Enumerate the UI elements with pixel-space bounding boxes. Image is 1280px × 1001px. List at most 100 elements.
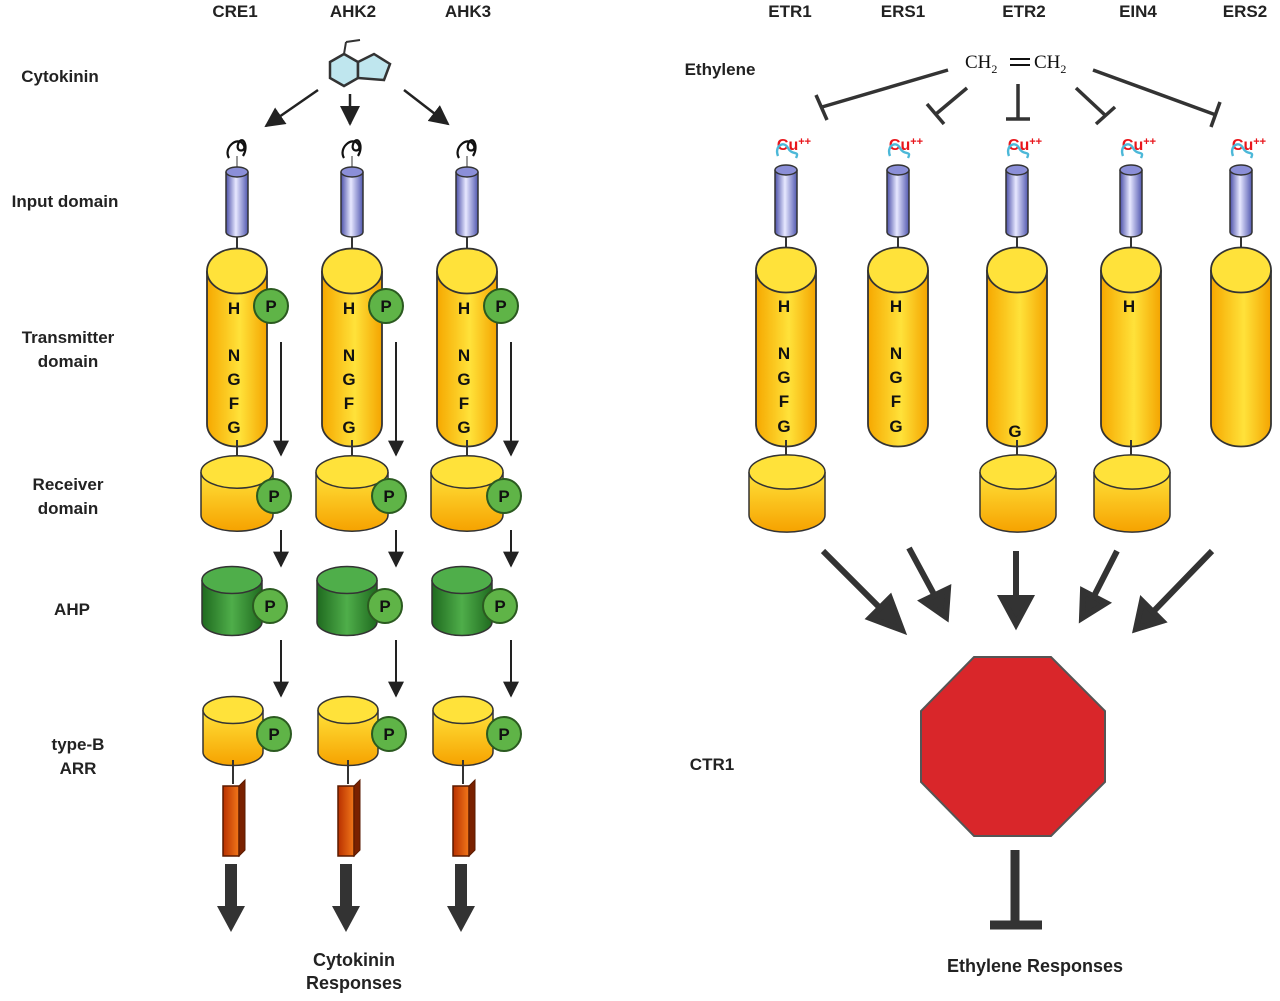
transmitter-residue-g: G [227,418,240,437]
type-b-arr-cylinder-top [202,695,264,725]
phospho-circle [371,478,407,514]
transmitter-residue-g: G [777,417,790,436]
phospho-label: P [264,597,275,616]
phospho-circle [486,478,522,514]
transmitter-residue-f: F [779,392,789,411]
phospho-circle [483,288,519,324]
phospho-label: P [379,597,390,616]
copper-binding-squiggle-icon [887,143,911,159]
column-header-cre1: CRE1 [212,2,257,21]
dna-binding-domain [337,785,355,857]
cytokinin-binding-squiggle-icon [456,139,477,159]
input-domain-cylinder-body [340,172,364,238]
transmitter-domain-cylinder [1210,246,1272,448]
transmitter-residue-g: G [342,418,355,437]
ethylene-column-ers2: Cu++ [1210,136,1272,448]
ethylene-panel: ETR1 ERS1 ETR2 EIN4 ERS2 Ethylene CH2 CH… [685,2,1272,976]
ahp-phospho: P [252,588,288,624]
row-label-cytokinin: Cytokinin [21,67,98,86]
column-header-etr2: ETR2 [1002,2,1045,21]
transmitter-residue-f: F [344,394,354,413]
transmitter-residue-h: H [1123,297,1135,316]
input-domain-cylinder [1119,164,1143,238]
column-header-ahk2: AHK2 [330,2,376,21]
input-domain-cylinder [1229,164,1253,238]
transmitter-domain-cylinder [986,246,1048,448]
copper-label: Cu++ [889,136,923,154]
transmitter-domain-cylinder [867,246,929,448]
response-arrow-head [447,906,475,932]
receptor-to-ctr1-arrows [820,546,1215,636]
row-label-transmitter: Transmitter [22,328,115,347]
transmitter-phospho: P [483,288,519,324]
column-header-ein4: EIN4 [1119,2,1157,21]
receiver-phospho: P [256,478,292,514]
ahp-cylinder-top [316,565,378,595]
column-header-ers1: ERS1 [881,2,925,21]
transmitter-residue-n: N [228,346,240,365]
ahp-cylinder [431,565,493,637]
transmitter-domain-cylinder-body [986,270,1048,448]
dna-binding-domain-side [468,778,476,858]
ahp-cylinder-top [201,565,263,595]
input-domain-cylinder-body [455,172,479,238]
input-domain-cylinder-body [774,170,798,238]
receiver-domain-cylinder [1093,454,1171,533]
transmitter-domain-cylinder-body [1210,270,1272,448]
ahp-cylinder-body [201,580,263,637]
ahp-cylinder [201,565,263,637]
receiver-domain-cylinder [315,455,389,532]
receiver-domain-cylinder-top [979,454,1057,490]
input-domain-cylinder-body [1229,170,1253,238]
input-domain-cylinder-top [1229,164,1253,176]
transmitter-domain-cylinder-body [867,270,929,448]
copper-binding-squiggle-icon [1230,143,1254,159]
formula-ch2-left: CH2 [965,52,997,76]
transmitter-residue-g: G [227,370,240,389]
type-b-arr-cylinder-top [432,695,494,725]
receiver-phospho: P [371,478,407,514]
column-header-ahk3: AHK3 [445,2,491,21]
transmitter-domain-cylinder-top [206,247,268,295]
transmitter-domain-cylinder [755,246,817,448]
type-b-arr-phospho: P [256,716,292,752]
receiver-domain-cylinder [200,455,274,532]
dna-binding-domain-side [238,778,246,858]
row-label-ethylene: Ethylene [685,60,756,79]
receiver-domain-cylinder-top [1093,454,1171,490]
ahp-cylinder-body [316,580,378,637]
input-domain-cylinder-top [225,166,249,178]
transmitter-phospho: P [368,288,404,324]
input-domain-cylinder-top [455,166,479,178]
type-b-arr-cylinder [317,695,379,767]
phospho-circle [256,716,292,752]
cytokinin-responses-label: Cytokinin [313,950,395,970]
input-domain-cylinder-body [1005,170,1029,238]
input-domain-cylinder [886,164,910,238]
row-label-ahp: AHP [54,600,90,619]
transmitter-residue-h: H [343,299,355,318]
transmitter-residue-h: H [228,299,240,318]
ahp-cylinder-top [431,565,493,595]
row-label-ctr1: CTR1 [690,755,734,774]
type-b-arr-phospho: P [486,716,522,752]
ethylene-column-ein4: Cu++H [1093,136,1171,533]
ahp-cylinder [316,565,378,637]
input-domain-cylinder [340,166,364,238]
input-domain-cylinder [1005,164,1029,238]
receiver-domain-cylinder [430,455,504,532]
column-header-ers2: ERS2 [1223,2,1267,21]
transmitter-residue-g: G [889,417,902,436]
type-b-arr-cylinder [202,695,264,767]
copper-binding-squiggle-icon [775,143,799,159]
transmitter-residue-h: H [890,297,902,316]
transmitter-domain-cylinder-top [867,246,929,294]
transmitter-residue-n: N [778,344,790,363]
